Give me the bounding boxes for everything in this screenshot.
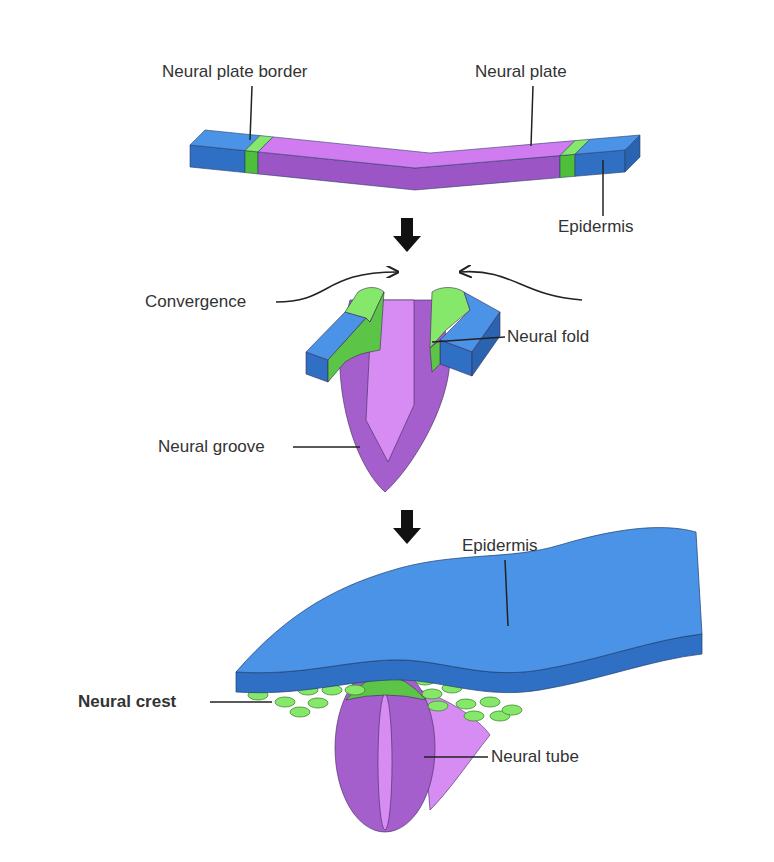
leader-line <box>432 337 505 342</box>
part-label: Neural plate <box>475 62 567 82</box>
leader-lines <box>210 560 508 757</box>
convergence-arrows <box>276 272 582 302</box>
crest-cell <box>345 685 365 695</box>
leader-line <box>250 86 252 140</box>
part-label: Epidermis <box>462 536 538 556</box>
leader-line <box>602 160 604 216</box>
crest-cell <box>308 698 328 708</box>
plate-top-face <box>258 137 575 168</box>
crest-cell <box>275 697 295 707</box>
part-label: Neural tube <box>491 747 579 767</box>
crest-cell <box>464 711 484 721</box>
crest-cell <box>456 699 476 709</box>
leader-line <box>505 560 508 626</box>
part-label: Neural crest <box>78 692 176 712</box>
crest-cell <box>428 701 448 711</box>
epidermis-top-face <box>236 528 702 673</box>
leader-lines <box>250 86 603 216</box>
part-label: Neural fold <box>507 327 589 347</box>
fold-front-face <box>440 340 472 376</box>
part-label: Neural groove <box>158 437 265 457</box>
leader-line <box>424 756 488 758</box>
neural-tube-illustration <box>335 664 490 832</box>
crest-cell <box>480 697 500 707</box>
leader-line <box>293 446 360 448</box>
stage-arrow <box>393 510 421 544</box>
crest-cell <box>422 689 442 699</box>
epidermis-sheet <box>236 528 702 693</box>
neural-tube-body <box>335 664 435 832</box>
leader-line <box>210 701 272 703</box>
part-label: Neural plate border <box>162 62 308 82</box>
convergence-arrow <box>276 272 398 302</box>
fold-green-side <box>430 340 440 372</box>
convergence-arrow <box>460 272 582 300</box>
crest-cell <box>290 707 310 717</box>
neural-plate-slab <box>190 130 640 190</box>
stage-arrow <box>393 218 421 252</box>
neural-tube-lumen <box>378 694 392 830</box>
part-label: Epidermis <box>558 217 634 237</box>
fold-end-face <box>472 312 500 376</box>
crest-cell <box>502 705 522 715</box>
fold-green-side <box>328 292 384 382</box>
leader-line <box>531 86 533 146</box>
leader-lines <box>293 337 505 447</box>
border-front-face <box>560 154 575 177</box>
part-label: Convergence <box>145 292 246 312</box>
neural-groove-illustration <box>306 288 500 493</box>
epidermis-top-face <box>575 135 640 154</box>
border-front-face <box>245 151 258 174</box>
